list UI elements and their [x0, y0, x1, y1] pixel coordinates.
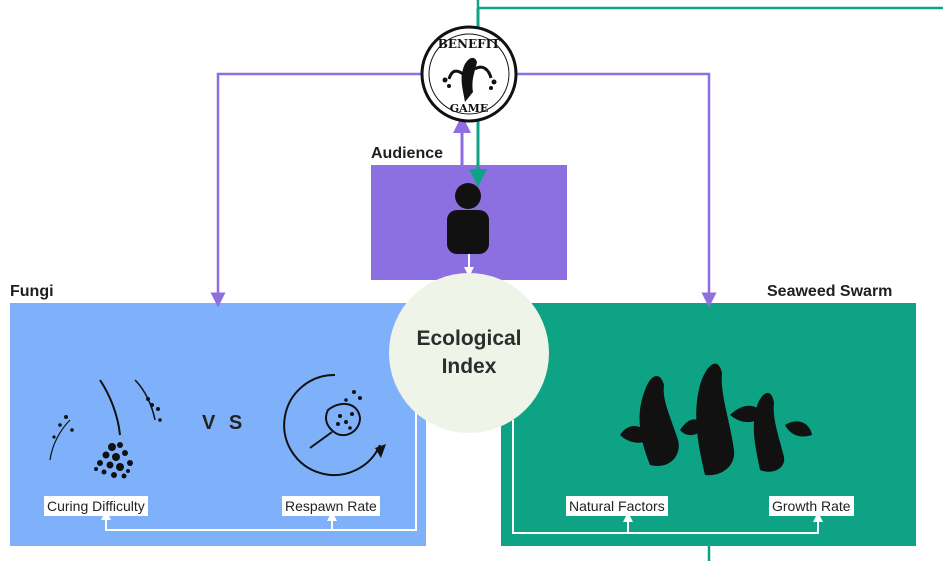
arrow-logo-to-seaweed — [516, 72, 717, 308]
fungi-loop — [101, 410, 417, 531]
arrow-logo-to-fungi — [210, 72, 425, 308]
seaweed-illustration — [620, 363, 812, 476]
audience-title: Audience — [371, 145, 444, 162]
svg-text:GAME: GAME — [450, 102, 489, 115]
svg-text:BENEFIT: BENEFIT — [438, 37, 501, 51]
fungi-title: Fungi — [10, 283, 54, 300]
curing-difficulty-label: Curing Difficulty — [44, 496, 148, 516]
seaweed-swarm-title: Seaweed Swarm — [767, 283, 893, 300]
benefit-game-logo-icon: BENEFIT GAME — [420, 25, 518, 123]
respawn-cycle-icon — [283, 373, 386, 476]
fungi-spore-illustration — [49, 379, 162, 479]
seaweed-loop — [512, 420, 823, 534]
ecological-index-node: Ecological Index — [389, 273, 549, 433]
versus-label: V S — [202, 412, 247, 434]
person-icon — [447, 183, 489, 254]
natural-factors-label: Natural Factors — [566, 496, 668, 516]
ecological-index-line2: Index — [441, 355, 497, 378]
growth-rate-label: Growth Rate — [769, 496, 854, 516]
respawn-rate-label: Respawn Rate — [282, 496, 380, 516]
ecological-index-line1: Ecological — [416, 327, 522, 350]
